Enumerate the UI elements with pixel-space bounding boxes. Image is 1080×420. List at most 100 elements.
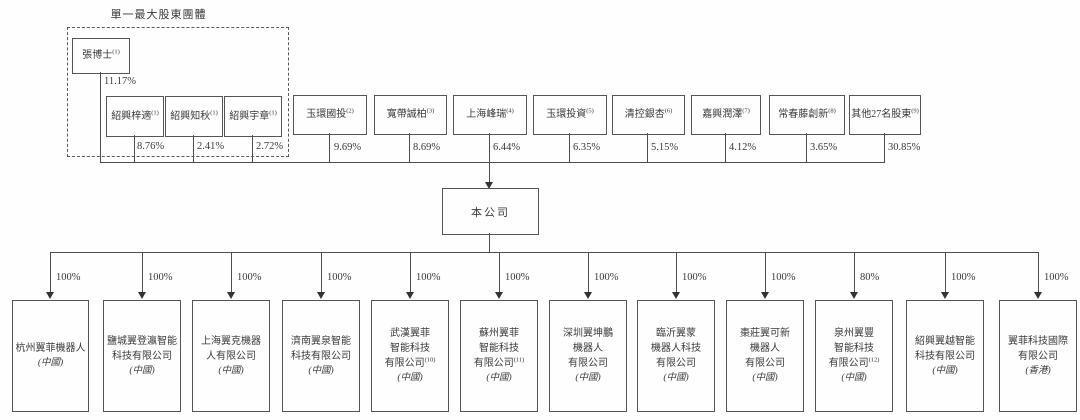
connector-line <box>765 252 766 293</box>
ownership-pct-label: 100% <box>237 272 262 283</box>
connector-line <box>725 133 726 162</box>
subsidiary-box: 武漢翼菲 智能科技 有限公司(10) (中國) <box>371 300 449 412</box>
footnote-ref: (2) <box>346 107 354 115</box>
shareholder-box-zhang: 張博士(1) <box>72 38 130 74</box>
subsidiary-region: (中國) <box>752 373 778 384</box>
footnote-ref: (1) <box>112 48 120 56</box>
shareholder-name: 紹興梓適(1) <box>111 109 159 122</box>
ownership-pct-label: 100% <box>594 272 619 283</box>
ownership-pct-label: 3.65% <box>810 142 838 153</box>
subsidiary-region: (中國) <box>218 365 244 376</box>
ownership-pct-label: 11.17% <box>104 76 136 87</box>
subsidiary-name: 鹽城翼登瀛智能 科技有限公司 <box>107 335 177 362</box>
shareholder-name: 張博士(1) <box>82 48 120 61</box>
subsidiary-region: (中國) <box>129 365 155 376</box>
footnote-ref: (12) <box>868 357 880 365</box>
ownership-pct-label: 6.35% <box>573 142 601 153</box>
footnote-ref: (7) <box>742 107 750 115</box>
subsidiary-region: (香港) <box>1025 365 1051 376</box>
shareholder-name: 上海峰瑞(4) <box>466 107 514 120</box>
ownership-pct-label: 100% <box>771 272 796 283</box>
ownership-pct-label: 100% <box>327 272 352 283</box>
subsidiary-name: 翼菲科技國際 有限公司 <box>1008 335 1068 362</box>
connector-bus-bottom <box>50 252 1038 253</box>
subsidiary-region: (中國) <box>37 358 64 369</box>
subsidiary-region: (中國) <box>308 365 334 376</box>
shareholder-box: 玉環國投(2) <box>293 95 367 135</box>
connector-line <box>569 133 570 162</box>
ownership-pct-label: 2.72% <box>256 141 284 152</box>
connector-line <box>489 162 490 183</box>
arrow-down-icon <box>317 292 325 299</box>
ownership-pct-label: 100% <box>682 272 707 283</box>
connector-line <box>329 133 330 162</box>
arrow-down-icon <box>495 292 503 299</box>
subsidiary-box: 上海翼克機器 人有限公司 (中國) <box>192 300 270 412</box>
footnote-ref: (1) <box>269 109 277 117</box>
connector-line <box>134 135 135 162</box>
subsidiary-name: 臨沂翼蒙 機器人科技 有限公司 <box>651 328 701 370</box>
arrow-down-icon <box>46 292 54 299</box>
ownership-pct-label: 100% <box>56 272 81 283</box>
arrow-down-icon <box>941 292 949 299</box>
arrow-down-icon <box>485 182 493 189</box>
subsidiary-region: (中國) <box>575 373 601 384</box>
ownership-pct-label: 100% <box>416 272 441 283</box>
footnote-ref: (5) <box>586 107 594 115</box>
subsidiary-name: 紹興翼越智能 科技有限公司 <box>915 335 975 362</box>
footnote-ref: (10) <box>424 357 436 365</box>
subsidiary-region: (中國) <box>841 373 867 384</box>
ownership-pct-label: 5.15% <box>651 142 679 153</box>
subsidiary-box: 翼菲科技國際 有限公司 (香港) <box>999 300 1077 412</box>
ownership-pct-label: 100% <box>148 272 173 283</box>
shareholder-name: 紹興宇章(1) <box>229 109 277 122</box>
shareholder-name: 玉環投資(5) <box>546 107 594 120</box>
shareholder-box: 其他27名股東(9) <box>849 95 921 135</box>
ownership-pct-label: 100% <box>1044 272 1069 283</box>
footnote-ref: (1) <box>210 109 218 117</box>
ownership-pct-label: 9.69% <box>334 142 362 153</box>
shareholder-name: 紹興知秋(1) <box>170 109 218 122</box>
company-box: 本公司 <box>442 188 539 235</box>
subsidiary-box: 杭州翼菲機器人 (中國) <box>12 300 89 412</box>
shareholder-box: 清控銀杏(6) <box>612 95 685 135</box>
subsidiary-name: 杭州翼菲機器人 <box>15 343 86 355</box>
connector-line <box>945 252 946 293</box>
subsidiary-name: 蘇州翼菲 智能科技 有限公司(11) <box>473 328 525 370</box>
shareholder-box: 嘉興潤澤(7) <box>691 95 761 135</box>
arrow-down-icon <box>227 292 235 299</box>
connector-line <box>499 252 500 293</box>
shareholder-name: 清控銀杏(6) <box>624 107 673 120</box>
shareholder-box: 玉環投資(5) <box>533 95 607 135</box>
ownership-pct-label: 100% <box>505 272 530 283</box>
ownership-pct-label: 6.44% <box>493 142 521 153</box>
subsidiary-box: 棗莊翼可新 機器人 有限公司 (中國) <box>726 300 804 412</box>
shareholder-box: 紹興梓適(1) <box>106 96 164 137</box>
shareholder-box: 上海峰瑞(4) <box>453 95 527 135</box>
shareholder-name: 玉環國投(2) <box>306 107 354 120</box>
largest-shareholder-group-outline <box>67 27 289 157</box>
ownership-pct-label: 30.85% <box>888 142 921 153</box>
connector-line <box>1038 252 1039 293</box>
shareholder-name: 嘉興潤澤(7) <box>702 107 750 120</box>
group-title: 單一最大股東團體 <box>110 9 207 21</box>
connector-line <box>489 133 490 162</box>
company-name: 本公司 <box>471 206 510 219</box>
footnote-ref: (6) <box>664 107 673 115</box>
footnote-ref: (4) <box>506 107 514 115</box>
subsidiary-name: 濟南翼泉智能 科技有限公司 <box>291 335 351 362</box>
footnote-ref: (3) <box>426 107 435 115</box>
footnote-ref: (9) <box>911 107 919 115</box>
shareholder-box: 紹興宇章(1) <box>224 96 282 137</box>
subsidiary-region: (中國) <box>932 365 958 376</box>
subsidiary-name: 泉州翼豐 智能科技 有限公司(12) <box>828 328 880 370</box>
connector-bus-top <box>100 162 885 163</box>
connector-line <box>142 252 143 293</box>
arrow-down-icon <box>584 292 592 299</box>
subsidiary-box: 濟南翼泉智能 科技有限公司 (中國) <box>282 300 360 412</box>
subsidiary-box: 鹽城翼登瀛智能 科技有限公司 (中國) <box>103 300 181 412</box>
connector-line <box>50 252 51 293</box>
shareholder-box: 紹興知秋(1) <box>165 96 223 137</box>
shareholder-name: 寬帶誠柏(3) <box>386 107 435 120</box>
